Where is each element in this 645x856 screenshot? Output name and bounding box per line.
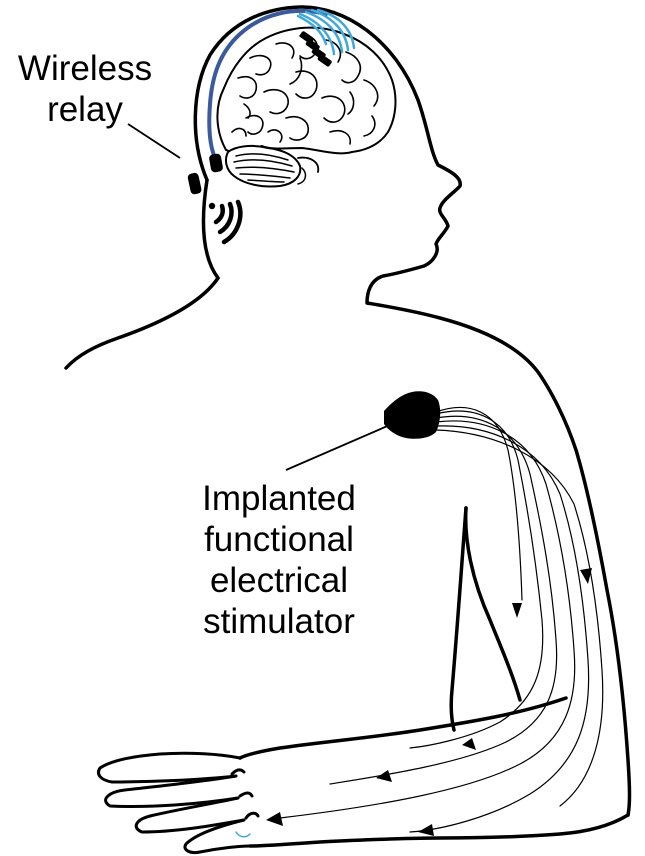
brain-icon — [217, 28, 395, 154]
forearm-top-outline — [240, 698, 566, 758]
wireless-relay-label: Wireless relay — [0, 48, 170, 130]
stimulator-device-icon — [384, 391, 440, 438]
inner-arm-outline — [466, 508, 520, 700]
stimulator-label-line-1: Implanted — [170, 478, 388, 519]
wireless-relay-label-line-2: relay — [0, 89, 170, 130]
stimulator-leader-line — [286, 424, 392, 470]
back-outline — [66, 180, 218, 368]
wireless-relay-label-line-1: Wireless — [0, 48, 170, 89]
stimulator-label-line-2: functional — [170, 519, 388, 560]
wireless-signal-icon — [209, 202, 241, 242]
torso-side-outline — [451, 508, 466, 730]
stimulator-label: Implanted functional electrical stimulat… — [170, 478, 388, 642]
forearm-bottom-outline — [250, 815, 628, 846]
stimulator-label-line-3: electrical — [170, 560, 388, 601]
stimulator-label-line-4: stimulator — [170, 601, 388, 642]
cerebellum-icon — [226, 146, 318, 187]
hand — [99, 753, 259, 852]
